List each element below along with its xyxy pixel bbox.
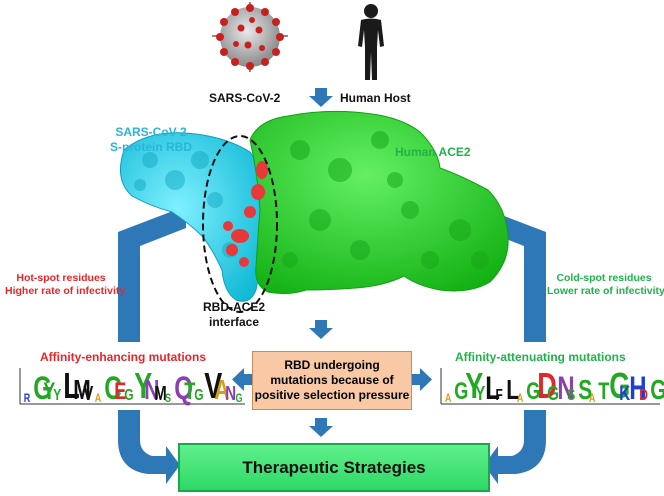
arrow-left-from-box <box>232 368 252 391</box>
logo-letter: N <box>557 370 575 406</box>
arrow-down-bottom <box>309 418 333 437</box>
logo-letter: G <box>608 365 630 406</box>
interface-label-line1: RBD-ACE2 <box>203 300 266 314</box>
left-logo-title: Affinity-enhancing mutations <box>40 350 206 364</box>
therapeutic-strategies-box: Therapeutic Strategies <box>178 443 490 492</box>
logo-letter: D <box>639 387 649 404</box>
logo-letter: V <box>204 365 223 406</box>
ace2-label: Human ACE2 <box>395 145 471 159</box>
right-sequence-logo: AGYYLFLAGDGNSSATGKHDG <box>443 365 664 406</box>
logo-letter: A <box>588 391 596 405</box>
logo-letter: G <box>33 370 53 406</box>
logo-letter: M <box>154 383 167 405</box>
logo-letter: R <box>23 391 31 405</box>
logo-letter: D <box>536 365 557 406</box>
arrow-right-from-box <box>412 368 432 391</box>
logo-letter: T <box>598 378 610 405</box>
logo-letter: S <box>165 391 172 405</box>
right-bracket-arrow <box>478 206 546 342</box>
logo-letter: G <box>547 383 559 405</box>
hotspot-residues <box>223 161 268 267</box>
coldspot-text: Cold-spot residues Lower rate of infecti… <box>547 272 664 298</box>
logo-letter: F <box>495 387 504 404</box>
logo-letter: G <box>526 378 541 405</box>
logo-letter: Y <box>475 383 486 405</box>
logo-letter: S <box>567 387 576 404</box>
therapeutic-strategies-label: Therapeutic Strategies <box>242 457 426 477</box>
interface-dashed-ellipse <box>202 135 278 313</box>
right-logo-title: Affinity-attenuating mutations <box>455 350 626 364</box>
logo-letter: L <box>485 370 501 406</box>
logo-letter: A <box>516 391 524 405</box>
box-line2: mutations because of <box>270 373 394 387</box>
logo-letter: Q <box>174 370 194 406</box>
rbd-label-line2: S-protein RBD <box>110 140 192 154</box>
hotspot-line1: Hot-spot residues <box>16 272 106 284</box>
logo-letter: C <box>103 370 122 406</box>
interface-label-line2: interface <box>208 315 260 329</box>
logo-letter: L <box>63 365 81 406</box>
logo-letter: Y <box>53 387 62 404</box>
arrow-down-top <box>309 88 333 107</box>
ace2-protein-surface <box>249 110 509 295</box>
logo-letter: Y <box>464 365 483 406</box>
arrow-down-center <box>309 320 333 339</box>
logo-letter: V <box>83 383 94 405</box>
logo-letter: G <box>194 387 204 404</box>
box-line1: RBD undergoing <box>284 358 380 372</box>
rbd-label: SARS-CoV-2 S-protein RBD <box>110 125 192 155</box>
rbd-protein-surface <box>119 132 266 302</box>
logo-letter: A <box>444 391 452 405</box>
interface-label: RBD-ACE2 interface <box>203 300 265 330</box>
box-line3: positive selection pressure <box>254 388 410 402</box>
coldspot-line1: Cold-spot residues <box>556 272 652 284</box>
logo-letter: S <box>577 374 592 405</box>
logo-letter: H <box>629 370 647 406</box>
logo-letter: T <box>184 378 196 405</box>
curved-arrow-left <box>118 410 180 484</box>
left-logo-axes <box>19 368 245 405</box>
selection-pressure-box: RBD undergoing mutations because of posi… <box>252 351 412 410</box>
curved-arrow-right <box>484 410 546 484</box>
logo-letter: N <box>144 374 160 405</box>
left-bracket-arrow <box>118 206 186 342</box>
rbd-label-line1: SARS-CoV-2 <box>115 125 187 139</box>
hotspot-line2: Higher rate of infectivity <box>5 285 126 297</box>
logo-letter: L <box>505 374 519 405</box>
logo-letter: M <box>73 374 92 405</box>
host-label: Human Host <box>340 91 411 105</box>
virus-icon <box>212 2 288 72</box>
human-silhouette-icon <box>358 4 384 80</box>
logo-letter: N <box>224 383 236 405</box>
coldspot-line2: Lower rate of infectivity <box>547 285 664 297</box>
logo-letter: G <box>124 387 134 404</box>
virus-label: SARS-CoV-2 <box>209 91 281 105</box>
logo-letter: Y <box>43 378 56 405</box>
logo-letter: A <box>94 391 101 405</box>
logo-letter: G <box>235 391 243 405</box>
logo-letter: E <box>113 378 126 405</box>
right-logo-axes <box>440 368 660 405</box>
logo-letter: G <box>650 376 664 404</box>
hotspot-text: Hot-spot residues Higher rate of infecti… <box>5 272 126 298</box>
logo-letter: A <box>214 374 230 405</box>
logo-letter: K <box>619 383 630 405</box>
logo-letter: Y <box>134 365 153 406</box>
logo-letter: G <box>454 378 469 405</box>
